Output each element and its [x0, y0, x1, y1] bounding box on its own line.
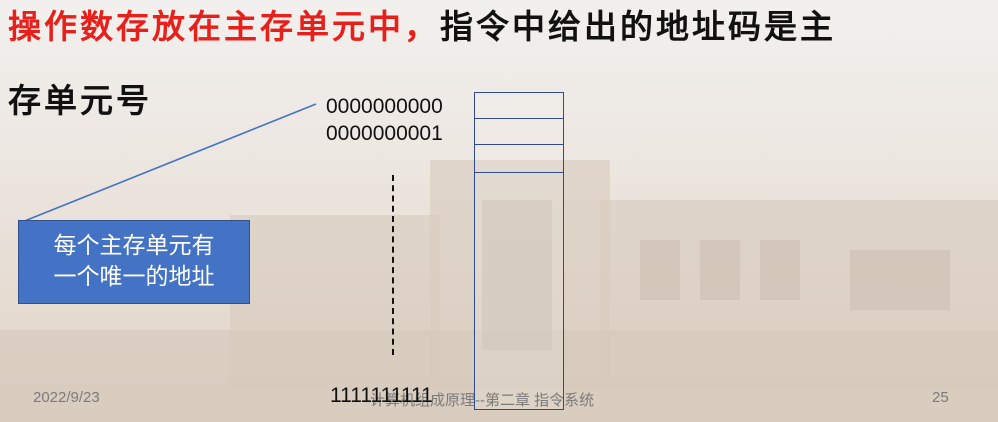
slide-title-line2: 存单元号: [8, 81, 152, 120]
callout-line2: 一个唯一的地址: [53, 263, 215, 289]
first-address-label: 0000000000: [326, 95, 443, 118]
memory-cell-divider: [475, 172, 563, 173]
address-callout-box: 每个主存单元有 一个唯一的地址: [18, 220, 250, 304]
footer-page-number: 25: [932, 389, 949, 406]
slide-title-black: 指令中给出的地址码是主: [440, 7, 836, 46]
second-address-label: 0000000001: [326, 122, 443, 145]
last-address-label: 1111111111: [330, 384, 433, 407]
slide-title-red: 操作数存放在主存单元中，: [8, 7, 440, 46]
footer-date: 2022/9/23: [33, 389, 100, 406]
ellipsis-dashed-line: [392, 175, 394, 355]
slide-title: 操作数存放在主存单元中，指令中给出的地址码是主: [8, 4, 993, 50]
callout-line1: 每个主存单元有: [53, 232, 215, 258]
footer-course: 计算机组成原理--第二章 指令系统: [370, 392, 595, 409]
memory-cell-divider: [475, 118, 563, 119]
memory-block: [474, 92, 564, 410]
memory-cell-divider: [475, 144, 563, 145]
